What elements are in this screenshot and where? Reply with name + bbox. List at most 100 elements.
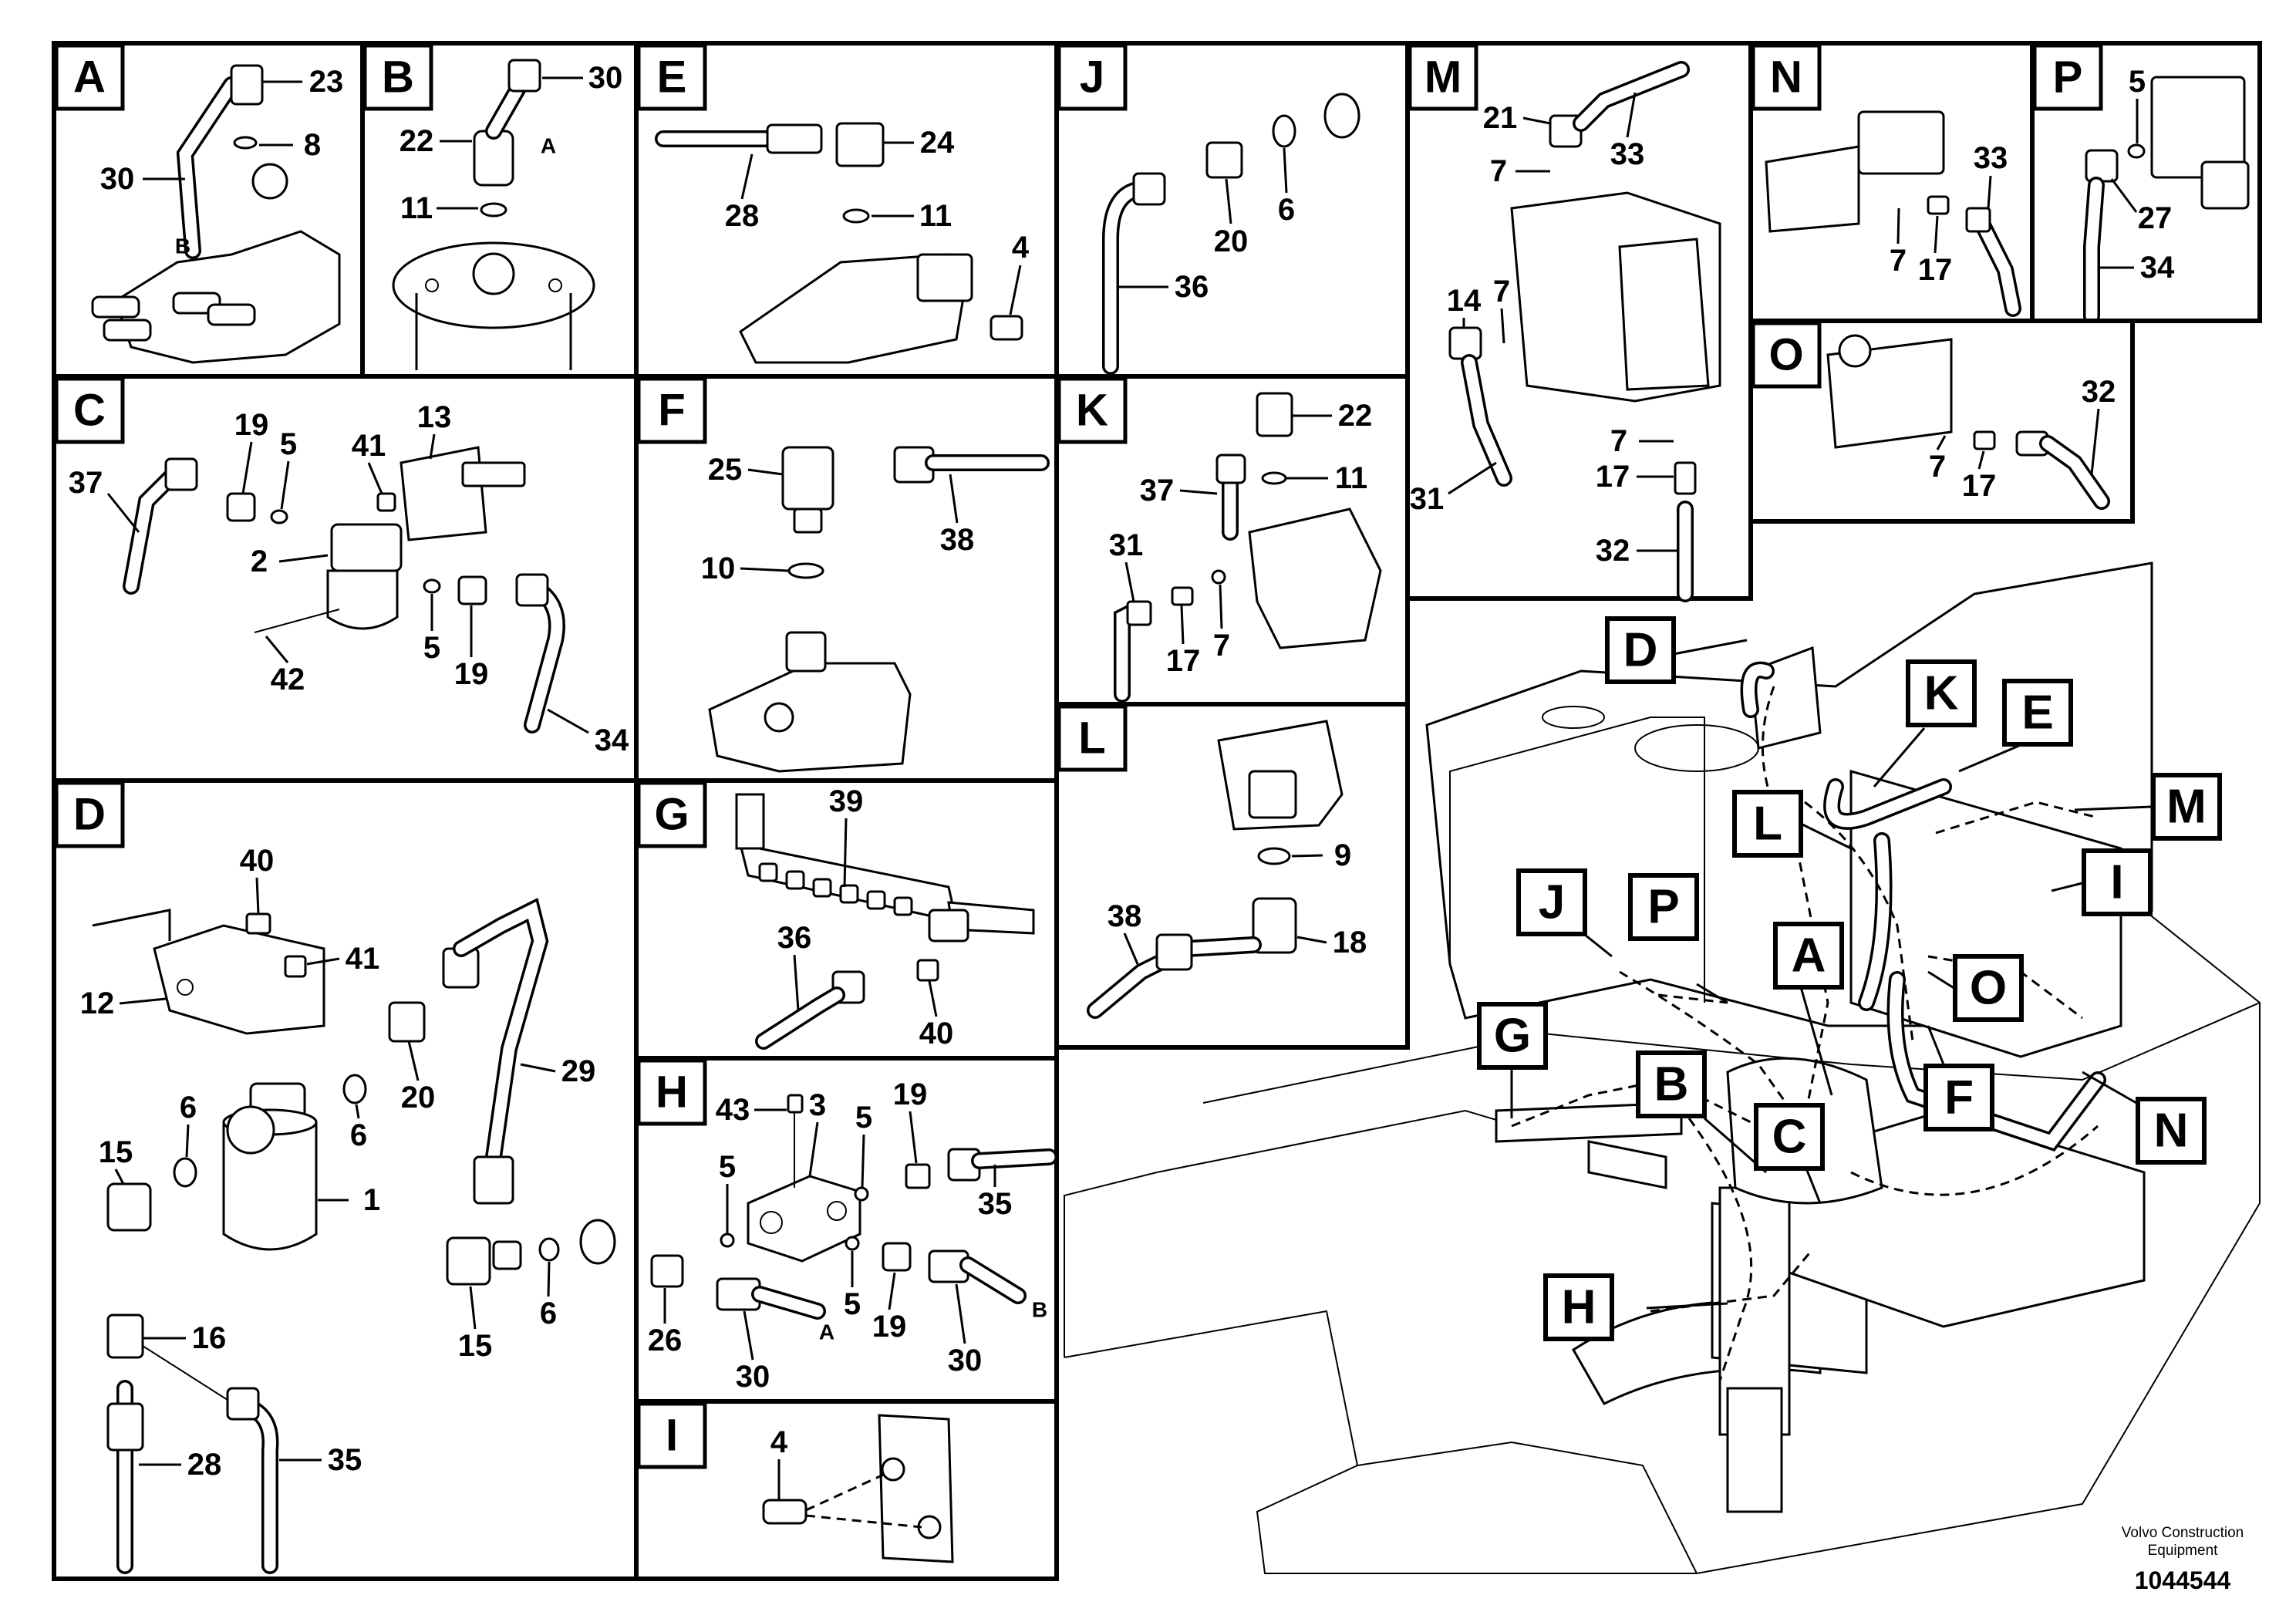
panel-d-callout-1: 40 xyxy=(240,844,275,878)
panel-m-callout-8: 31 xyxy=(1410,482,1445,516)
panel-d-callout-6: 6 xyxy=(350,1118,367,1152)
panel-a-artwork xyxy=(91,64,341,364)
panel-n-tag: N xyxy=(1770,52,1802,103)
panel-a-letter-b: B xyxy=(175,234,190,258)
panel-e-callout-1: 24 xyxy=(920,126,955,160)
panel-o: O 32 7 17 xyxy=(1748,319,2135,524)
document-number: 1044544 xyxy=(2135,1566,2231,1594)
panel-g-callout-3: 40 xyxy=(919,1017,954,1050)
panel-f-callout-2: 38 xyxy=(940,523,975,557)
svg-text:I: I xyxy=(2110,856,2123,909)
panel-m-callout-9: 32 xyxy=(1596,534,1630,568)
panel-j-tag: J xyxy=(1080,52,1104,103)
panel-c-artwork xyxy=(123,446,565,733)
panel-h-callout-2: 3 xyxy=(809,1088,826,1122)
panel-d-callout-3: 12 xyxy=(80,986,115,1020)
svg-text:N: N xyxy=(2154,1104,2189,1158)
panel-c-callout-2: 5 xyxy=(280,427,297,461)
panel-e-callout-4: 4 xyxy=(1012,231,1030,265)
panel-d-callout-13: 28 xyxy=(187,1448,222,1482)
panel-e-callout-3: 11 xyxy=(919,199,952,233)
panel-h-callout-9: 19 xyxy=(872,1310,907,1344)
panel-l-artwork xyxy=(1087,720,1344,1019)
panel-h-callout-4: 19 xyxy=(893,1077,928,1111)
panel-o-callout-2: 7 xyxy=(1929,450,1946,484)
panel-c: C 19 5 41 13 37 2 5 xyxy=(52,374,639,783)
panel-m-callout-3: 7 xyxy=(1490,154,1507,188)
panel-k-callout-2: 37 xyxy=(1140,474,1175,508)
panel-c-callout-7: 5 xyxy=(423,631,440,665)
panel-b-tag: B xyxy=(382,52,414,103)
panel-f-tag: F xyxy=(658,386,685,436)
panel-h-letter-a: A xyxy=(819,1320,834,1344)
panel-k: K 22 37 11 31 17 7 xyxy=(1054,374,1410,706)
panel-p-artwork xyxy=(2083,76,2250,325)
panel-f: F 25 38 10 xyxy=(634,374,1059,783)
overview-marker-a: A xyxy=(1773,922,1844,990)
panel-j-callout-2: 6 xyxy=(1278,193,1295,227)
panel-k-callout-3: 11 xyxy=(1335,461,1367,495)
panel-b: B 30 22 11 A xyxy=(360,41,639,379)
panel-l: L 9 38 18 xyxy=(1054,702,1410,1050)
panel-l-callout-2: 38 xyxy=(1108,899,1142,933)
panel-i-tag: I xyxy=(666,1411,678,1461)
panel-f-artwork xyxy=(708,446,1050,773)
panel-c-callout-10: 34 xyxy=(595,723,629,757)
panel-a: A 23 8 30 B xyxy=(52,41,365,379)
svg-text:M: M xyxy=(2166,781,2207,834)
panel-d-callout-9: 1 xyxy=(363,1183,380,1217)
panel-n-callout-2: 7 xyxy=(1890,244,1907,278)
panel-c-callout-5: 37 xyxy=(69,466,103,500)
svg-text:F: F xyxy=(1944,1071,1974,1125)
panel-e-artwork xyxy=(655,122,1023,364)
panel-d-artwork xyxy=(92,898,616,1574)
overview-marker-b: B xyxy=(1636,1050,1707,1118)
svg-text:O: O xyxy=(1970,962,2007,1015)
panel-h-tag: H xyxy=(656,1067,688,1118)
panel-h-callout-5: 5 xyxy=(719,1150,736,1184)
panel-d-callout-7: 15 xyxy=(99,1135,133,1169)
overview-marker-m: M xyxy=(2151,773,2222,841)
panel-n-callout-1: 33 xyxy=(1974,141,2008,175)
panel-h-callout-6: 35 xyxy=(978,1187,1013,1221)
panel-k-callout-1: 22 xyxy=(1338,399,1373,433)
panel-a-tag: A xyxy=(73,52,106,103)
panel-h-artwork xyxy=(650,1094,1057,1320)
overview-marker-n: N xyxy=(2136,1097,2207,1165)
panel-h-callout-10: 30 xyxy=(736,1360,770,1394)
panel-c-callout-8: 19 xyxy=(454,657,489,691)
panel-g-tag: G xyxy=(654,790,689,840)
panel-h-callout-3: 5 xyxy=(855,1101,872,1135)
overview-marker-j: J xyxy=(1516,868,1587,936)
panel-b-artwork xyxy=(392,59,595,370)
panel-n-artwork xyxy=(1765,110,2021,317)
panel-b-letter-a: A xyxy=(541,134,556,158)
panel-c-callout-9: 42 xyxy=(271,663,305,696)
panel-h-callout-8: 5 xyxy=(844,1287,861,1321)
svg-text:G: G xyxy=(1494,1010,1531,1063)
panel-k-callout-4: 31 xyxy=(1109,528,1144,562)
panel-c-callout-3: 41 xyxy=(352,429,386,463)
overview-marker-p: P xyxy=(1628,873,1699,941)
panel-j: J 20 6 36 xyxy=(1054,41,1410,379)
panel-l-callout-3: 18 xyxy=(1333,926,1367,959)
panel-d-callout-8: 6 xyxy=(180,1091,197,1125)
panel-n-callout-3: 17 xyxy=(1918,253,1953,287)
panel-b-callout-3: 11 xyxy=(400,191,433,225)
panel-p-tag: P xyxy=(2053,52,2083,103)
panel-h: H 43 3 5 19 xyxy=(634,1056,1059,1404)
overview-marker-h: H xyxy=(1543,1273,1614,1341)
panel-l-callout-1: 9 xyxy=(1334,838,1351,872)
panel-g-artwork xyxy=(735,793,1035,1050)
panel-f-callout-1: 25 xyxy=(708,453,743,487)
panel-c-callout-1: 19 xyxy=(234,408,269,442)
panel-m-callout-4: 14 xyxy=(1447,284,1482,318)
panel-e-callout-2: 28 xyxy=(725,199,760,233)
brand-line-2: Equipment xyxy=(2148,1543,2219,1559)
overview-marker-e: E xyxy=(2002,679,2073,747)
svg-text:B: B xyxy=(1654,1058,1689,1111)
svg-text:H: H xyxy=(1562,1281,1596,1334)
overview-marker-k: K xyxy=(1906,659,1977,727)
panel-d-callout-12: 16 xyxy=(192,1321,227,1355)
